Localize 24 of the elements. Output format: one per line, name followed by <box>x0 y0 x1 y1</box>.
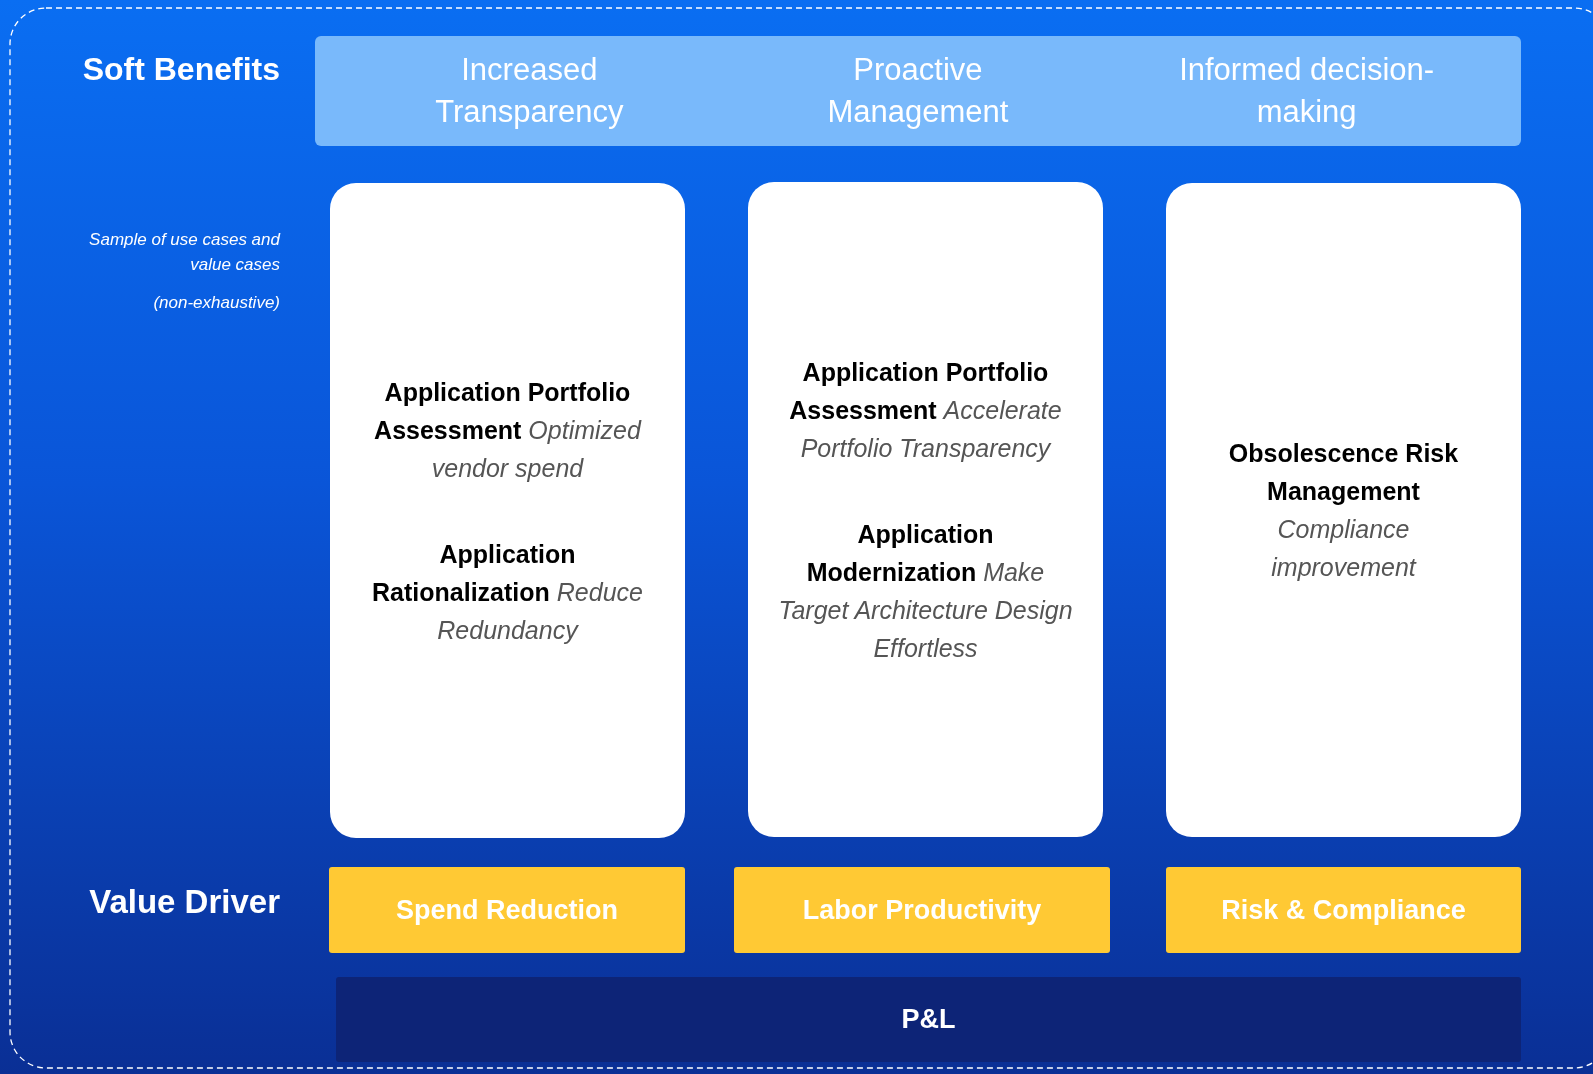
use-case-text: Application Portfolio Assessment Accelerate Portfolio Transparency <box>788 356 1063 464</box>
pnl-bar <box>336 977 1521 1062</box>
row-heading: Soft Benefits <box>81 50 280 89</box>
use-case-card <box>748 182 1103 837</box>
use-case-text: Application Modernization Make Target Architecture Design Effortless <box>777 518 1074 664</box>
use-case-card <box>1166 183 1521 837</box>
value-driver-label: Spend Reduction <box>396 894 618 926</box>
use-case-text: Obsolescence Risk Management Compliance improvement <box>1227 438 1460 583</box>
benefit-label: Proactive Management <box>826 51 1010 131</box>
side-note: Sample of use cases and value cases <box>88 229 280 276</box>
side-note: (non-exhaustive) <box>152 293 280 314</box>
benefits-band <box>315 36 1521 146</box>
value-driver-label: Labor Productivity <box>802 894 1042 926</box>
value-driver-box <box>329 867 685 953</box>
use-case-text: Application Portfolio Assessment Optimized vendor spend <box>373 376 643 484</box>
value-driver-label: Risk & Compliance <box>1221 894 1466 926</box>
row-heading: Value Driver <box>88 882 280 922</box>
benefit-label: Increased Transparency <box>434 51 625 131</box>
value-driver-box <box>1166 867 1521 953</box>
use-case-text: Application Rationalization Reduce Redundancy <box>371 538 644 646</box>
use-case-card <box>330 183 685 838</box>
benefit-label: Informed decision-making <box>1178 51 1436 131</box>
value-driver-box <box>734 867 1110 953</box>
pnl-label: P&L <box>901 1004 956 1035</box>
